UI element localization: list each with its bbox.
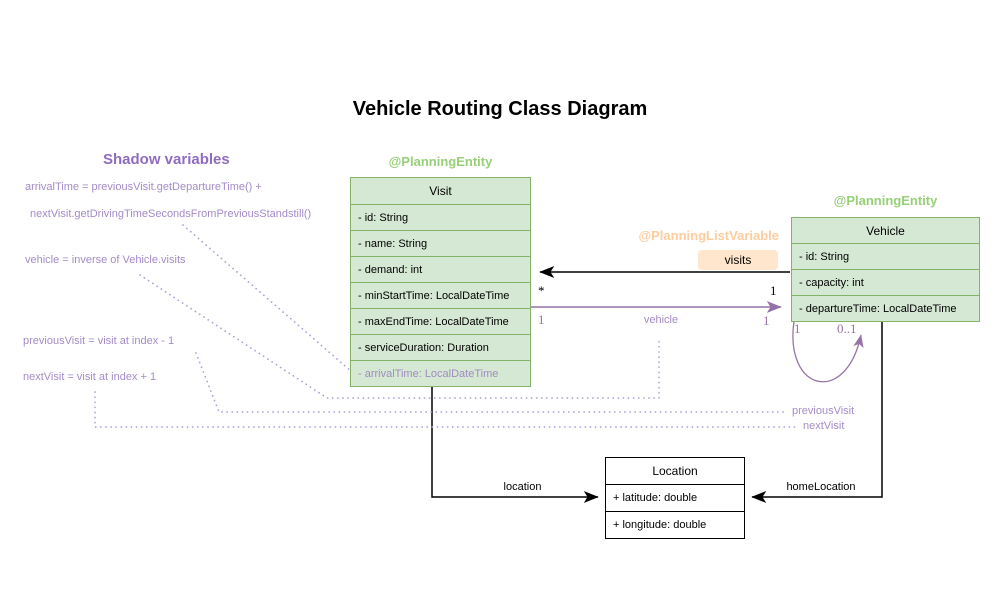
shadow-variables-heading: Shadow variables [103,151,230,168]
visit-planning-entity-annotation: @PlanningEntity [388,154,493,169]
location-class-name: Location [652,464,698,478]
location-class-box: Location + latitude: double + longitude:… [605,457,745,539]
shadow-arrivaltime-formula-line1: arrivalTime = previousVisit.getDeparture… [25,181,262,193]
vehicle-multiplicity-vehicle-side: 1 [763,313,770,328]
visit-attr-serviceduration: - serviceDuration: Duration [351,334,530,360]
vehicle-attr-departuretime: - departureTime: LocalDateTime [792,295,979,321]
vehicle-class-box: Vehicle - id: String - capacity: int - d… [791,217,980,322]
visits-multiplicity-visit-side: * [538,283,545,298]
location-attr-latitude: + latitude: double [606,484,744,511]
visit-attr-name: - name: String [351,230,530,256]
vehicle-class-name: Vehicle [866,223,905,238]
visits-label-chip: visits [698,250,778,270]
diagram-title: Vehicle Routing Class Diagram [352,98,648,120]
nextvisit-label: nextVisit [803,420,845,432]
dotted-link-arrivaltime [182,224,353,373]
vehicle-multiplicity-visit-side: 1 [538,312,545,327]
shadow-nextvisit-formula: nextVisit = visit at index + 1 [23,371,157,383]
home-location-association-label: homeLocation [786,481,856,493]
visit-attr-id: - id: String [351,204,530,230]
planning-list-variable-annotation: @PlanningListVariable [638,228,779,243]
visit-attr-maxendtime: - maxEndTime: LocalDateTime [351,308,530,334]
location-association-label: location [503,481,542,493]
vehicle-attr-id: - id: String [792,243,979,269]
previousvisit-label: previousVisit [792,405,855,417]
visits-multiplicity-vehicle-side: 1 [770,283,777,298]
visit-attr-demand: - demand: int [351,256,530,282]
shadow-vehicle-formula: vehicle = inverse of Vehicle.visits [25,254,186,266]
vehicle-planning-entity-annotation: @PlanningEntity [833,193,938,208]
vehicle-association-label: vehicle [643,314,679,326]
location-attr-longitude: + longitude: double [606,511,744,538]
shadow-previousvisit-formula: previousVisit = visit at index - 1 [23,335,175,347]
visit-attr-minstarttime: - minStartTime: LocalDateTime [351,282,530,308]
loop-multiplicity-end: 0..1 [837,321,857,336]
vehicle-attr-capacity: - capacity: int [792,269,979,295]
dotted-link-nextvisit [94,391,798,428]
shadow-arrivaltime-formula-line2: nextVisit.getDrivingTimeSecondsFromPrevi… [30,208,312,220]
visit-class-name: Visit [429,184,452,198]
visit-class-box: Visit - id: String - name: String - dema… [350,177,531,387]
loop-multiplicity-start: 1 [794,321,801,336]
visit-attr-arrivaltime: - arrivalTime: LocalDateTime [351,360,530,386]
